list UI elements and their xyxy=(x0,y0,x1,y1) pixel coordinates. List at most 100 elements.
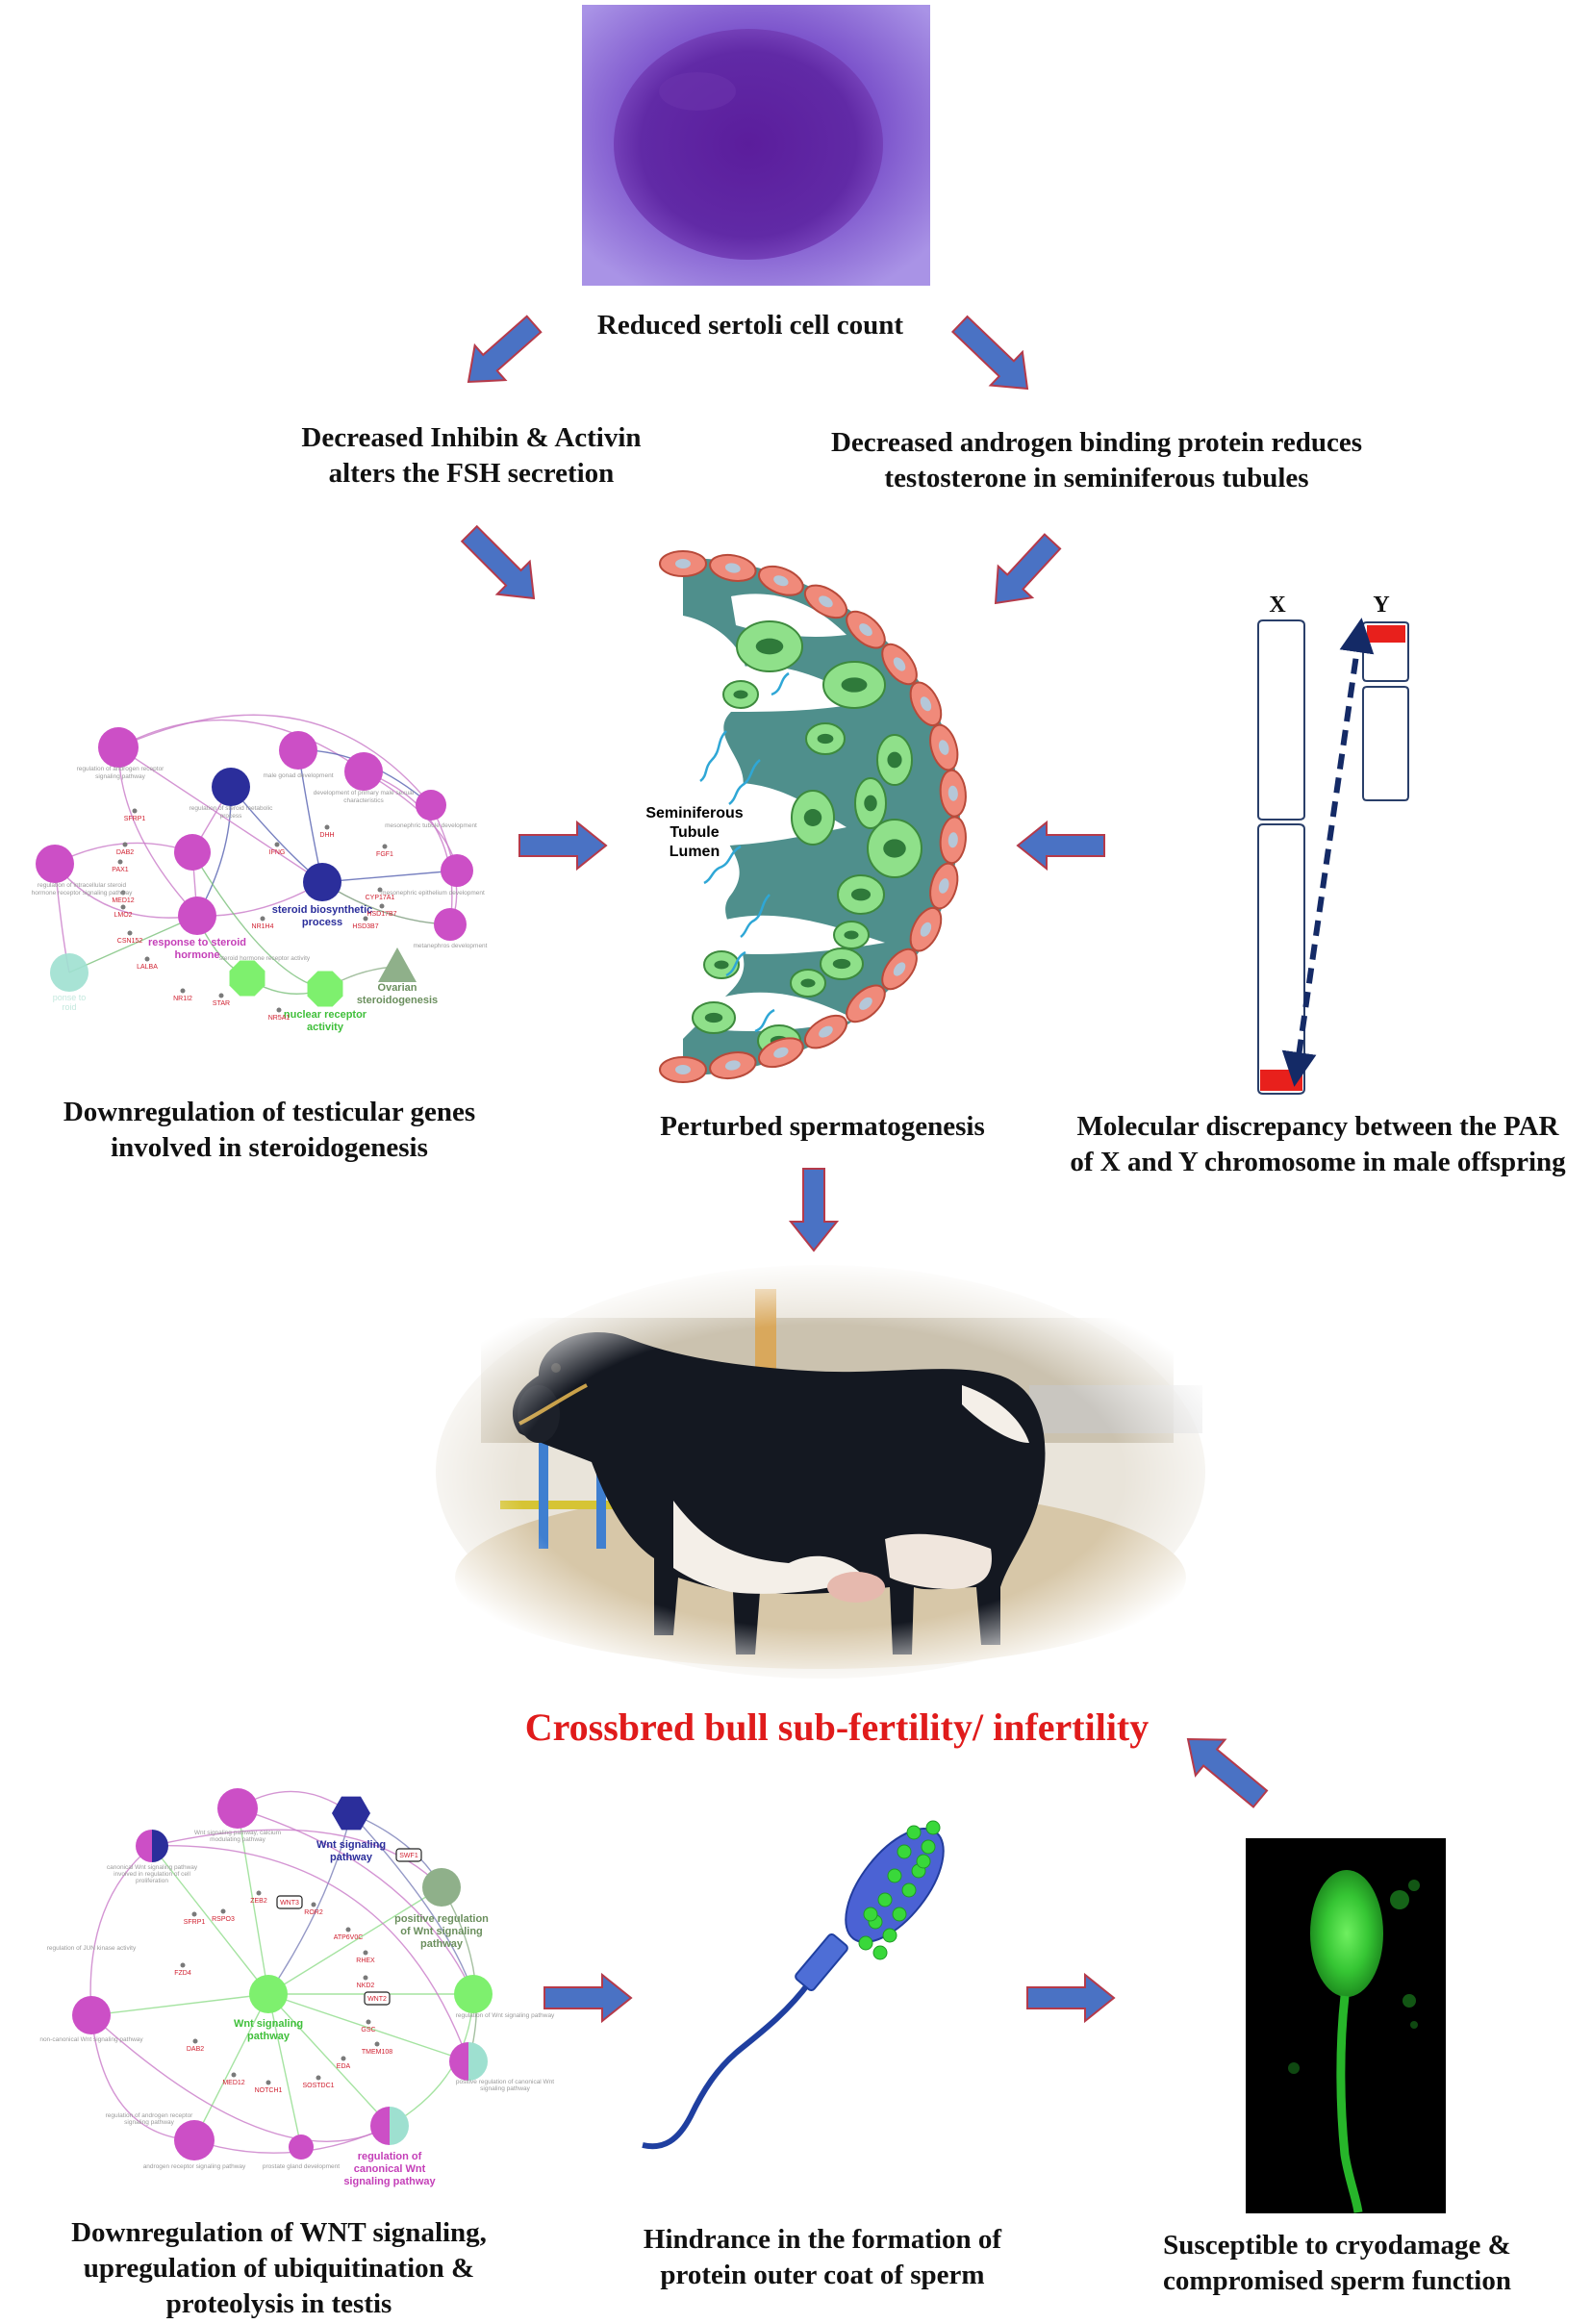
basement-cell-nucleus xyxy=(859,623,872,637)
network-node xyxy=(174,834,211,871)
caption-par: Molecular discrepancy between the PAR of… xyxy=(1049,1109,1587,1180)
basement-cell-nucleus xyxy=(675,1065,691,1074)
arrow-to-inhibin xyxy=(467,315,543,384)
nucleus xyxy=(614,29,883,260)
network-hub-label: canonical Wnt xyxy=(354,2163,426,2175)
coat-dot xyxy=(892,1907,907,1922)
arrow-abp-to-tubule xyxy=(994,533,1062,605)
term-label: non-canonical Wnt signaling pathway xyxy=(39,2036,143,2043)
network-hub-label: process xyxy=(302,917,342,928)
term-label: signaling pathway xyxy=(95,773,145,780)
gene-node xyxy=(180,1962,186,1968)
gene-label: FGF1 xyxy=(376,851,393,858)
network-edge xyxy=(117,719,365,772)
network-edge xyxy=(267,1812,352,1995)
caption-cryodamage: Susceptible to cryodamage & compromised … xyxy=(1121,2228,1554,2299)
network-hub-label: response to steroid xyxy=(148,937,246,948)
caption-spermatogenesis-text: Perturbed spermatogenesis xyxy=(660,1111,985,1142)
chromosomes: X Y xyxy=(1257,593,1409,1095)
germ-cell-nucleus xyxy=(887,751,902,769)
germ-cell-nucleus xyxy=(817,733,834,745)
arrow-steroid-to-tubule xyxy=(518,820,608,872)
basement-cell-nucleus xyxy=(819,1025,833,1038)
gene-node xyxy=(363,1975,368,1981)
gene-label: NR1H4 xyxy=(252,923,274,930)
network-node xyxy=(72,1996,111,2034)
network-node xyxy=(229,960,265,997)
lumen-label-1: Seminiferous xyxy=(645,805,743,821)
caption-coat-line1: Hindrance in the formation of xyxy=(643,2224,1002,2255)
term-label: characteristics xyxy=(343,797,384,804)
gene-label: TMEM108 xyxy=(362,2049,392,2056)
gene-node xyxy=(122,842,128,847)
term-label: male gonad development xyxy=(264,772,334,779)
caption-par-line2: of X and Y chromosome in male offspring xyxy=(1070,1147,1566,1177)
boxed-gene-frame xyxy=(364,1991,391,2006)
network-node xyxy=(378,947,417,982)
basement-cell-nucleus xyxy=(859,997,872,1010)
gene-label: NOTCH1 xyxy=(255,2087,283,2094)
network-edge xyxy=(151,1845,469,2062)
gene-label: DAB2 xyxy=(187,2046,204,2053)
network-node xyxy=(303,863,341,901)
caption-wnt-line1: Downregulation of WNT signaling, xyxy=(71,2217,487,2248)
network-edge xyxy=(230,786,323,883)
gene-label: CSN152 xyxy=(117,938,143,945)
network-node xyxy=(50,953,88,992)
gene-node xyxy=(274,842,280,847)
basement-cell-nucleus xyxy=(819,595,833,608)
network-node xyxy=(289,2135,314,2160)
germ-cell-nucleus xyxy=(704,1012,723,1023)
term-label: involved in regulation of cell xyxy=(114,1871,190,1878)
germ-cell-nucleus xyxy=(844,930,859,940)
network-edge xyxy=(151,1845,269,1995)
coat-dot xyxy=(877,1892,893,1907)
network-node xyxy=(98,727,139,768)
network-edge xyxy=(350,1812,474,1995)
network-edge xyxy=(297,749,323,883)
germ-cell-nucleus xyxy=(800,978,816,988)
gene-label: MED12 xyxy=(112,897,134,904)
x-chromosome xyxy=(1257,619,1305,1095)
network-edge xyxy=(267,1993,469,2062)
coat-dot xyxy=(901,1882,917,1898)
gene-node xyxy=(345,1927,351,1932)
gene-node xyxy=(377,887,383,893)
caption-sertoli-text: Reduced sertoli cell count xyxy=(596,310,904,341)
caption-steroid-line1: Downregulation of testicular genes xyxy=(63,1097,476,1127)
basement-cell-nucleus xyxy=(724,1060,741,1071)
caption-wnt: Downregulation of WNT signaling, upregul… xyxy=(43,2215,515,2322)
gene-label: LALBA xyxy=(137,964,158,971)
coat-dot xyxy=(887,1868,902,1883)
gene-label: RSPO3 xyxy=(212,1916,235,1923)
network-edge xyxy=(151,1829,442,1888)
term-label: development of primary male sexual xyxy=(314,790,415,796)
network-edge xyxy=(90,2014,391,2142)
caption-coat-line2: protein outer coat of sperm xyxy=(660,2260,985,2290)
lumen-label-2: Tubule xyxy=(670,824,719,841)
network-edge xyxy=(267,1886,442,1995)
gene-label: EDA xyxy=(337,2063,351,2070)
network-node xyxy=(174,2120,215,2160)
gene-node xyxy=(311,1902,316,1907)
basement-cell-nucleus xyxy=(948,785,958,801)
basement-cell-nucleus xyxy=(920,696,932,712)
caption-abp-line1: Decreased androgen binding protein reduc… xyxy=(830,427,1363,458)
network-node xyxy=(279,731,317,770)
basement-cell-nucleus xyxy=(893,962,906,976)
caption-wnt-line2: upregulation of ubiquitination & xyxy=(83,2253,475,2284)
germ-cell-nucleus xyxy=(832,958,851,970)
boxed-gene-label: WNT3 xyxy=(280,1900,299,1907)
basement-cell-nucleus xyxy=(948,832,958,848)
basement-cell-nucleus xyxy=(893,657,906,671)
network-node xyxy=(307,971,343,1007)
caption-par-line1: Molecular discrepancy between the PAR xyxy=(1076,1111,1559,1142)
sperm-schematic xyxy=(642,1820,945,2150)
par-discrepancy-arrow xyxy=(1281,618,1375,1087)
gene-label: IFNG xyxy=(269,849,286,856)
coat-dot xyxy=(858,1935,873,1951)
germ-cell-nucleus xyxy=(841,677,868,693)
caption-inhibin: Decreased Inhibin & Activin alters the F… xyxy=(269,420,673,492)
gene-node xyxy=(379,903,385,909)
